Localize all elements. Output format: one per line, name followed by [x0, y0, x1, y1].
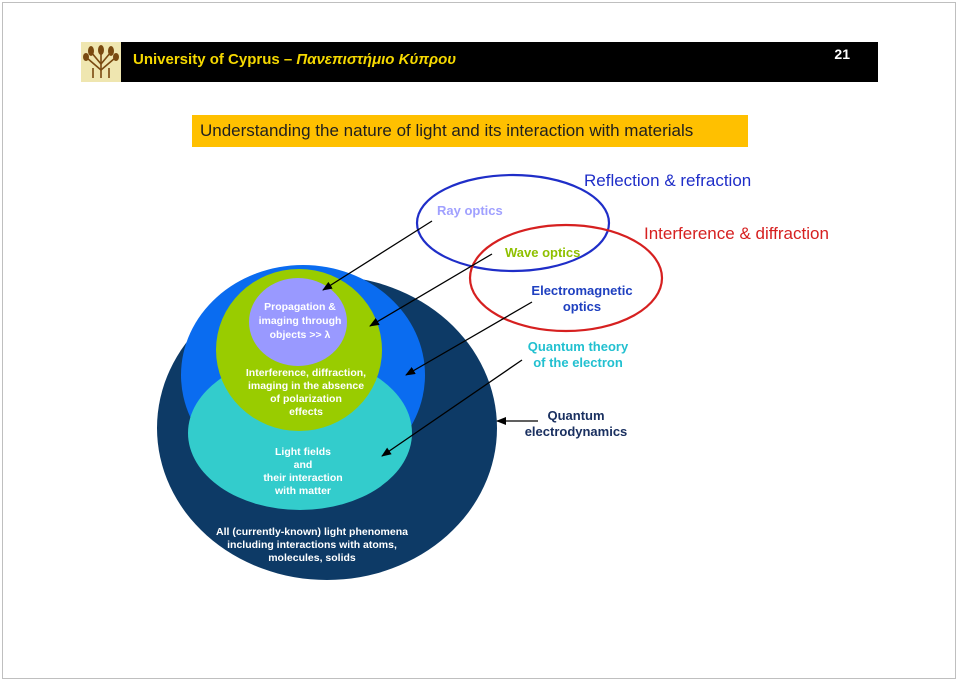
inner-interference-line4: effects — [289, 406, 323, 418]
label-interference-diffraction: Interference & diffraction — [644, 224, 829, 243]
label-qed-line1: Quantum — [547, 408, 604, 423]
inner-interference-line1: Interference, diffraction, — [246, 367, 366, 379]
label-quantum-theory-line1: Quantum theory — [528, 339, 629, 354]
inner-propagation-line1: Propagation & — [264, 301, 336, 313]
header-title-greek: Πανεπιστήμιο Κύπρου — [296, 51, 457, 68]
arrow-wave-optics — [369, 253, 493, 327]
arrow-quantum-electron — [381, 359, 523, 457]
slide-banner-title: Understanding the nature of light and it… — [192, 115, 748, 147]
inner-propagation-line2: imaging through — [259, 315, 342, 327]
inner-interference-line2: imaging in the absence — [248, 380, 364, 392]
inner-lightfields-line1: Light fields — [275, 446, 331, 458]
label-em-optics-line2: optics — [563, 299, 601, 314]
slide-header: University of Cyprus – Πανεπιστήμιο Κύπρ… — [81, 42, 878, 82]
inner-all-line3: molecules, solids — [268, 552, 356, 564]
ray-optics-circle — [249, 278, 347, 366]
arrow-ray-optics — [322, 220, 433, 291]
inner-propagation-line3: objects >> λ — [270, 329, 331, 341]
inner-all-line1: All (currently-known) light phenomena — [216, 526, 408, 538]
label-em-optics-line1: Electromagnetic — [531, 283, 632, 298]
label-quantum-theory-line2: of the electron — [533, 355, 623, 370]
university-logo-icon — [81, 42, 121, 82]
page-number: 21 — [834, 46, 850, 62]
header-title: University of Cyprus – Πανεπιστήμιο Κύπρ… — [133, 51, 456, 68]
label-ray-optics: Ray optics — [437, 203, 503, 218]
interference-diffraction-ellipse — [468, 223, 664, 333]
inner-interference-line3: of polarization — [270, 393, 342, 405]
inner-lightfields-line4: with matter — [274, 485, 331, 497]
arrow-electromagnetic — [405, 301, 533, 376]
label-reflection-refraction: Reflection & refraction — [584, 171, 751, 190]
label-wave-optics: Wave optics — [505, 245, 580, 260]
inner-all-line2: including interactions with atoms, — [227, 539, 397, 551]
inner-lightfields-line2: and — [294, 459, 313, 471]
header-title-english: University of Cyprus – — [133, 51, 293, 68]
label-qed-line2: electrodynamics — [525, 424, 628, 439]
inner-lightfields-line3: their interaction — [263, 472, 342, 484]
reflection-refraction-ellipse — [415, 173, 611, 273]
